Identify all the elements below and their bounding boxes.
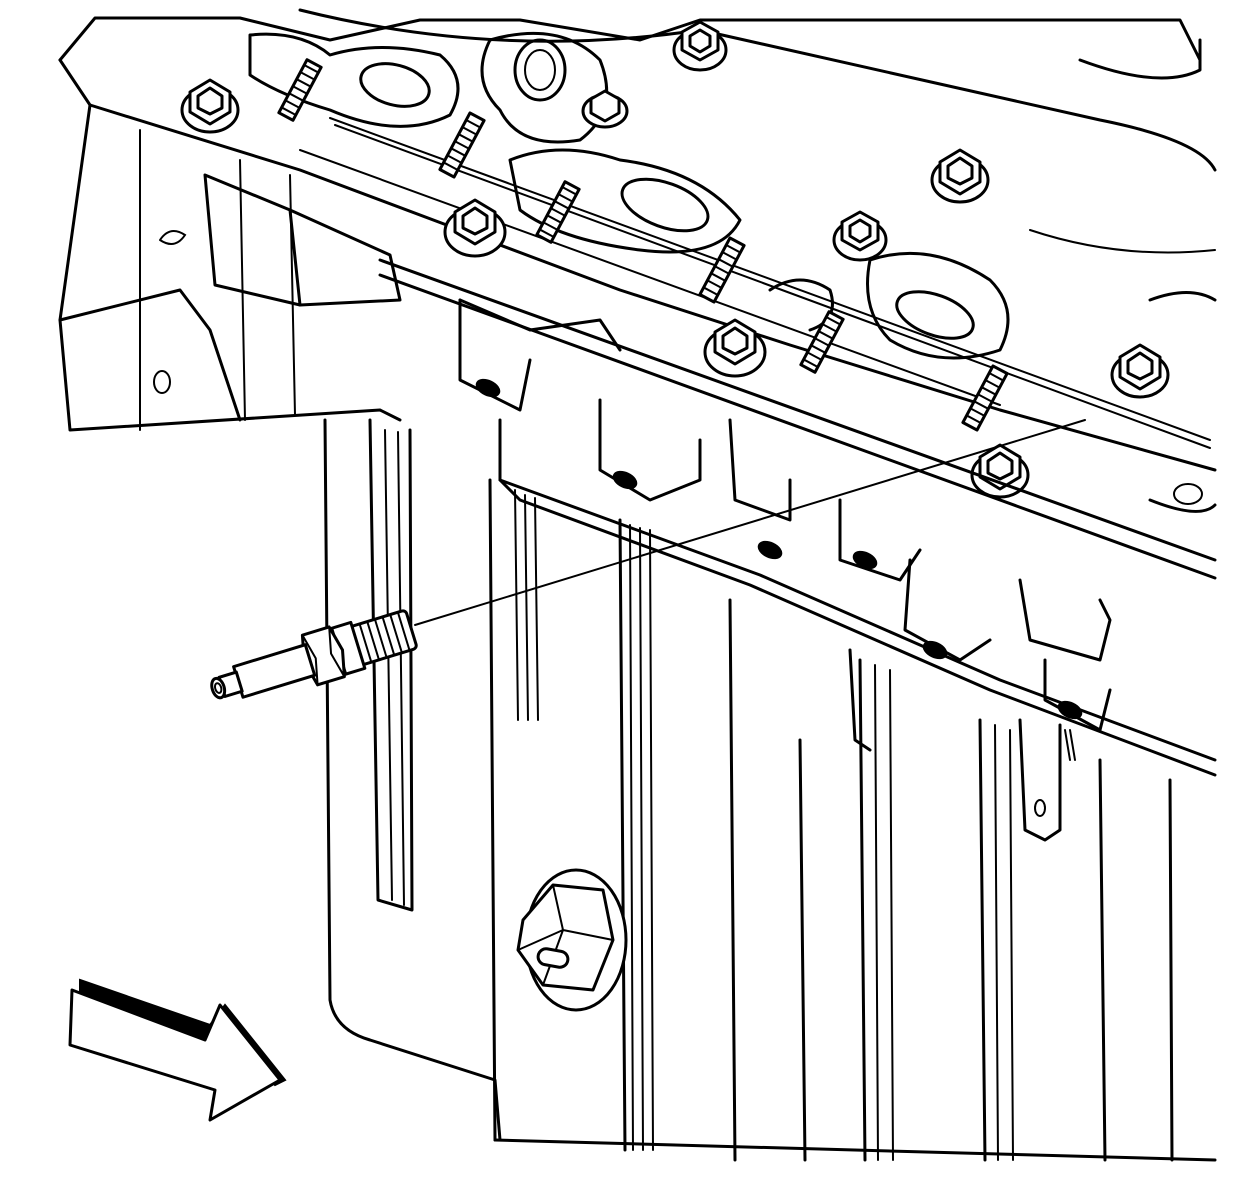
stud-icon	[961, 364, 1009, 432]
hex-bolt-icon	[581, 89, 629, 129]
oil-pan	[323, 418, 1217, 1162]
manifold-rails	[299, 117, 1211, 449]
stud-icon	[799, 310, 845, 374]
hex-bolt-icon	[832, 210, 888, 262]
spark-plug-leader-line	[414, 419, 1086, 626]
hex-bolt-icon	[443, 198, 507, 258]
arrow-right-icon	[68, 978, 287, 1122]
oil-pan-drain-plug	[516, 868, 628, 1012]
spark-plug-icon	[210, 609, 418, 700]
hex-bolt-icon	[672, 20, 728, 72]
cylinder-head	[58, 8, 1217, 513]
stud-icon	[438, 111, 486, 179]
engine-block	[378, 258, 1217, 777]
stud-icon	[535, 180, 581, 244]
stud-icon	[277, 58, 323, 122]
stud-icon	[698, 236, 746, 304]
manifold-bolts	[180, 20, 1170, 499]
hex-bolt-icon	[180, 78, 240, 134]
direction-arrow	[68, 978, 287, 1122]
spark-plug	[210, 609, 418, 700]
hex-bolt-icon	[1110, 343, 1170, 399]
hex-bolt-icon	[930, 148, 990, 204]
hex-bolt-icon	[703, 318, 767, 378]
hex-plug-icon	[516, 868, 628, 1012]
exhaust-manifold-studs	[277, 58, 1009, 432]
exhaust-port-flanges	[248, 31, 1010, 360]
